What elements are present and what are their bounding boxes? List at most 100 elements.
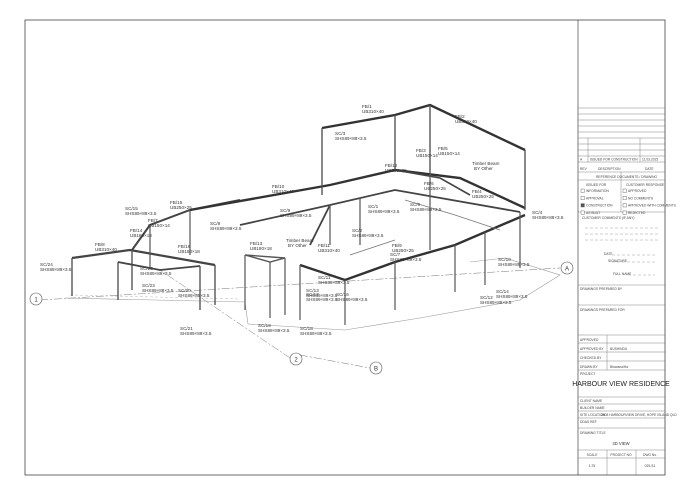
grid-label-2: 2 bbox=[294, 358, 298, 364]
prepared-by-label: DRAWINGS PREPARED BY bbox=[580, 287, 623, 291]
columns-timber-bay bbox=[244, 255, 286, 318]
rev-header: REV bbox=[580, 167, 588, 171]
columns-main bbox=[299, 175, 521, 325]
drawing-title-label: DRAWING TITLE bbox=[580, 431, 606, 435]
grid-label-B: B bbox=[374, 367, 378, 373]
date-header: DATE bbox=[645, 167, 654, 171]
checkbox-approved-with-comments[interactable] bbox=[622, 203, 627, 208]
status-title: REFERENCE DOCUMENTS / DRAWING bbox=[596, 175, 657, 179]
rev-date: 11.03.2023 bbox=[642, 158, 658, 162]
approved-by-value: BUSHINDU bbox=[610, 347, 628, 351]
slab-edge bbox=[69, 294, 241, 300]
beam-main-secondary bbox=[239, 189, 521, 226]
project-no-label: PROJECT NO bbox=[610, 453, 632, 457]
title-block-text: A ISSUED FOR CONSTRUCTION 11.03.2023 REV… bbox=[572, 158, 677, 469]
grid-bubble-1 bbox=[29, 292, 43, 306]
bracing bbox=[349, 199, 501, 256]
scale-value: 1:75 bbox=[589, 464, 596, 468]
beam-diag-1 bbox=[309, 204, 331, 246]
checkbox-as-built[interactable] bbox=[580, 210, 585, 215]
prepared-for-label: DRAWINGS PREPARED FOR bbox=[580, 308, 625, 312]
checkbox-label: APPROVED WITH COMMENTS bbox=[628, 204, 677, 208]
checkbox-no-comments[interactable] bbox=[622, 196, 627, 200]
checkbox-approved[interactable] bbox=[622, 188, 627, 193]
checkbox-approval[interactable] bbox=[580, 196, 585, 200]
grid-line-1-A bbox=[39, 267, 561, 301]
checked-by-label: CHECKED BY bbox=[580, 356, 602, 360]
full-name-label: FULL NAME bbox=[613, 272, 632, 276]
customer-comments-label: CUSTOMER COMMENTS (IF ANY) bbox=[582, 216, 635, 220]
timber-bay-1 bbox=[244, 254, 286, 263]
site-label: SITE LOCATION bbox=[580, 413, 605, 417]
customer-response-label: CUSTOMER RESPONSE bbox=[626, 183, 665, 187]
slab-outline bbox=[64, 257, 561, 331]
checkbox-construction[interactable] bbox=[580, 203, 585, 208]
ddas-ref-label: DDAS REF. bbox=[580, 420, 597, 424]
grid-line-2 bbox=[159, 269, 291, 359]
checkbox-label: REJECTED bbox=[628, 211, 646, 215]
drawn-by-label: DRAWN BY bbox=[580, 365, 598, 369]
status-checklist: INFORMATION APPROVAL CONSTRUCTION AS BUILT A… bbox=[580, 188, 677, 215]
checkbox-label: NO COMMENTS bbox=[628, 196, 654, 200]
drawing-title: 3D VIEW bbox=[612, 441, 629, 446]
grid-bubble-2 bbox=[289, 352, 303, 366]
client-label: CLIENT NAME bbox=[580, 399, 603, 403]
columns-left-back bbox=[149, 210, 191, 268]
dwg-no-value: 029-S1 bbox=[645, 464, 656, 468]
description-header: DESCRIPTION bbox=[598, 167, 621, 171]
checkbox-label: INFORMATION bbox=[586, 189, 609, 193]
approved-by-label: APPROVED BY bbox=[580, 347, 604, 351]
signature-label: SIGNATURE bbox=[608, 259, 628, 263]
checkbox-rejected[interactable] bbox=[622, 210, 627, 215]
project-label: PROJECT bbox=[580, 372, 595, 376]
checkbox-label: APPROVED bbox=[628, 189, 647, 193]
title-block bbox=[578, 107, 665, 475]
grid-bubble-A bbox=[560, 261, 574, 275]
beam-gable-top bbox=[321, 103, 526, 152]
checkbox-information[interactable] bbox=[580, 188, 585, 193]
checkbox-label: AS BUILT bbox=[586, 211, 600, 215]
grid-markers: 1 2 A B bbox=[29, 261, 574, 375]
dwg-no-label: DWG No. bbox=[643, 453, 657, 457]
drawn-by-value: Bhavana/Ha bbox=[610, 365, 628, 369]
comment-lines bbox=[585, 227, 660, 276]
site-value: 2608 HARBOURVIEW DRIVE, HOPE ISLAND QLD bbox=[601, 413, 677, 417]
columns-gable bbox=[321, 105, 526, 210]
beam-left-mid bbox=[117, 261, 201, 271]
checkbox-label: APPROVAL bbox=[586, 196, 604, 200]
checkbox-label: CONSTRUCTION bbox=[586, 204, 613, 208]
